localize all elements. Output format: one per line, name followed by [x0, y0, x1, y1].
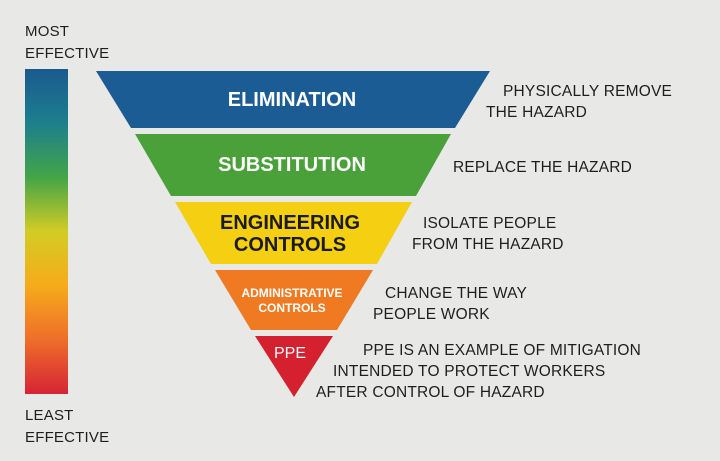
- tier-engineering-description: ISOLATE PEOPLE FROM THE HAZARD: [412, 213, 564, 255]
- tier-ppe-line: PPE: [273, 345, 307, 362]
- ppe-description-line-3: AFTER CONTROL OF HAZARD: [316, 384, 545, 401]
- tier-ppe-label: PPE: [274, 344, 306, 364]
- tier-administrative-line-1: ADMINISTRATIVE: [241, 286, 343, 300]
- elimination-description-line-2: THE HAZARD: [486, 104, 588, 121]
- tier-engineering-line-2: CONTROLS: [233, 234, 347, 256]
- ppe-description-line-1: PPE IS AN EXAMPLE OF MITIGATION: [363, 342, 642, 359]
- least-effective-line-1: LEAST: [25, 407, 74, 424]
- effectiveness-gradient-bar: [25, 69, 68, 394]
- tier-substitution-description: REPLACE THE HAZARD: [453, 157, 632, 178]
- tier-engineering-line-1: ENGINEERING: [219, 212, 361, 234]
- tier-engineering-label: ENGINEERING CONTROLS: [220, 212, 360, 256]
- tier-elimination-shape: [96, 71, 490, 128]
- administrative-description-line-1: CHANGE THE WAY: [385, 285, 528, 302]
- least-effective-line-2: EFFECTIVE: [25, 429, 110, 446]
- most-effective-line-2: EFFECTIVE: [25, 45, 110, 62]
- elimination-description-line-1: PHYSICALLY REMOVE: [503, 83, 673, 100]
- most-effective-label: MOST EFFECTIVE: [25, 21, 109, 65]
- tier-ppe-shape: [255, 336, 333, 397]
- least-effective-label: LEAST EFFECTIVE: [25, 405, 109, 449]
- engineering-description-line-2: FROM THE HAZARD: [412, 236, 564, 253]
- substitution-description-line-1: REPLACE THE HAZARD: [453, 159, 633, 176]
- tier-substitution-shape: [135, 134, 451, 196]
- tier-substitution-label: SUBSTITUTION: [218, 153, 366, 177]
- tier-administrative-shape: [215, 270, 373, 330]
- tier-elimination-label: ELIMINATION: [228, 88, 357, 112]
- tier-ppe-description: PPE IS AN EXAMPLE OF MITIGATION INTENDED…: [316, 340, 641, 403]
- administrative-description-line-2: PEOPLE WORK: [373, 306, 490, 323]
- ppe-description-line-2: INTENDED TO PROTECT WORKERS: [333, 363, 606, 380]
- most-effective-line-1: MOST: [25, 23, 70, 40]
- tier-substitution-line: SUBSTITUTION: [218, 154, 366, 176]
- engineering-description-line-1: ISOLATE PEOPLE: [423, 215, 557, 232]
- tier-administrative-line-2: CONTROLS: [258, 301, 326, 315]
- tier-engineering-shape: [175, 202, 412, 264]
- tier-elimination-line: ELIMINATION: [227, 89, 357, 111]
- tier-administrative-description: CHANGE THE WAY PEOPLE WORK: [373, 283, 527, 325]
- tier-administrative-label: ADMINISTRATIVE CONTROLS: [241, 286, 342, 316]
- tier-elimination-description: PHYSICALLY REMOVE THE HAZARD: [486, 81, 672, 123]
